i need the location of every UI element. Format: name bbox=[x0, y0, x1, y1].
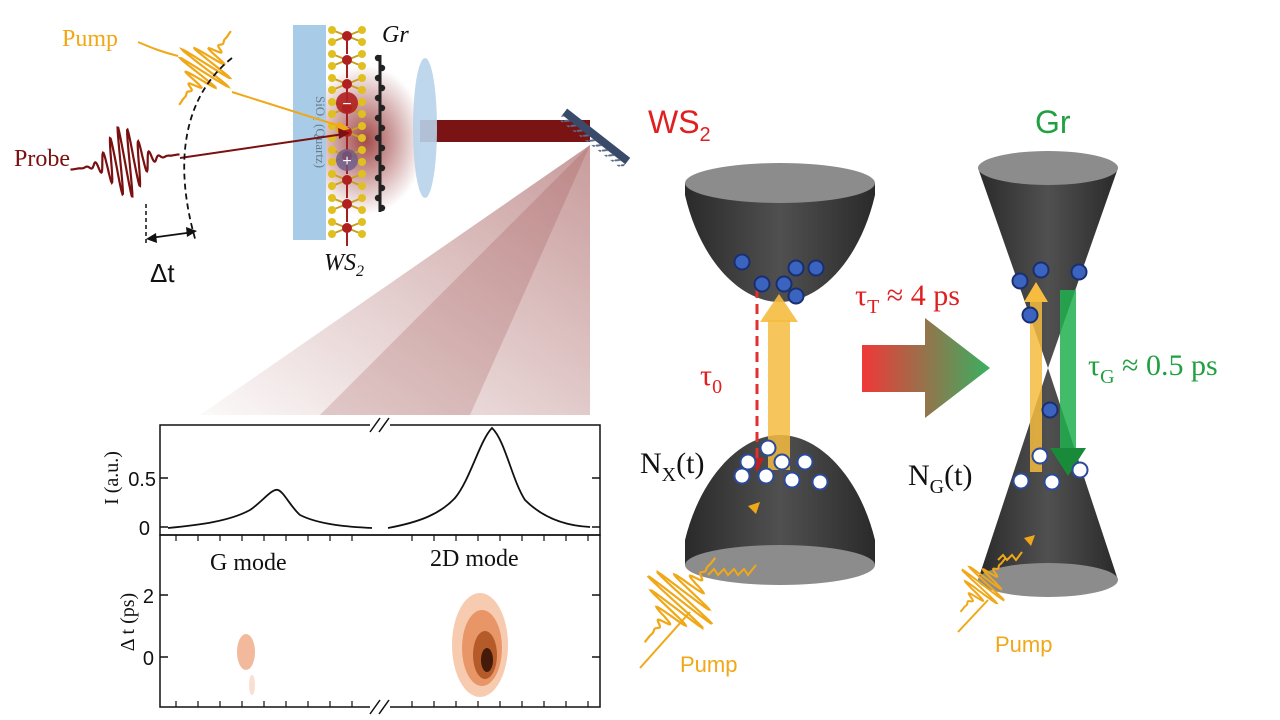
delay-arrowhead-right bbox=[186, 227, 197, 237]
g-mode-spectrum bbox=[167, 489, 373, 529]
x-ticks bbox=[175, 535, 589, 707]
ws2-conduction-top bbox=[685, 163, 875, 203]
2d-mode-label: 2D mode bbox=[430, 546, 519, 572]
delay-arrowhead-left bbox=[146, 233, 157, 243]
delay-label: Δt bbox=[150, 258, 175, 288]
gr-electrons bbox=[1011, 261, 1088, 419]
ws2-electrons bbox=[733, 253, 825, 305]
gr-pump-pulse bbox=[959, 557, 1007, 613]
ws2-title: WS2 bbox=[648, 104, 711, 146]
pump-beam-to-sample bbox=[231, 91, 347, 129]
nx-sub: X bbox=[662, 464, 677, 486]
ws2-conduction-band bbox=[685, 183, 875, 302]
g-mode-label: G mode bbox=[210, 550, 287, 576]
ws2-valence-bottom bbox=[685, 545, 875, 585]
quartz-substrate bbox=[293, 25, 326, 240]
tau-g-sub: G bbox=[1100, 366, 1114, 388]
substrate-label: SiO₂ (Quartz) bbox=[313, 96, 328, 168]
ws2-label: WS2 bbox=[324, 250, 364, 280]
hole-sign: + bbox=[342, 153, 351, 170]
electron-sign: − bbox=[342, 96, 351, 113]
g-mode-signal bbox=[237, 634, 255, 670]
ng-arg: (t) bbox=[944, 459, 972, 492]
gr-pump-label: Pump bbox=[995, 632, 1052, 657]
pump-beam-line bbox=[137, 41, 179, 57]
ws2-holes bbox=[733, 439, 829, 491]
ws2-label-sub: 2 bbox=[356, 263, 364, 280]
ytick-top-0: 0 bbox=[139, 518, 150, 540]
ws2-pump-ray bbox=[707, 564, 757, 577]
transfer-value: ≈ 4 ps bbox=[879, 279, 960, 312]
ws2-band-diagram: WS2 τ0 NX(t) Pump bbox=[639, 104, 875, 677]
ng-label: NG(t) bbox=[908, 459, 972, 498]
2d-mode-spectrum bbox=[387, 426, 591, 529]
lens bbox=[413, 58, 437, 198]
scattered-beam bbox=[200, 145, 590, 415]
gr-holes bbox=[1012, 447, 1089, 491]
tau0-sub: 0 bbox=[712, 376, 722, 398]
probe-label: Probe bbox=[14, 146, 70, 172]
nx-label: NX(t) bbox=[640, 447, 704, 486]
gr-excitation-arrow bbox=[1030, 300, 1042, 472]
ws2-valence-band bbox=[685, 435, 875, 565]
tau-g-value: ≈ 0.5 ps bbox=[1115, 349, 1218, 382]
graphene-chain bbox=[374, 54, 386, 212]
transfer-sub: T bbox=[867, 296, 879, 318]
transfer-arrow bbox=[862, 318, 990, 418]
ws2-excitation-arrow bbox=[768, 320, 790, 470]
ytick-bottom-2: 2 bbox=[143, 586, 154, 608]
2d-mode-signal bbox=[452, 593, 508, 697]
tau0-label: τ0 bbox=[700, 359, 722, 398]
ng-sub: G bbox=[930, 476, 944, 498]
electron-marker bbox=[336, 92, 358, 114]
gr-relaxation-arrow bbox=[1060, 290, 1076, 450]
gr-band-diagram: Gr τG ≈ 0.5 ps NG(t) Pump bbox=[908, 104, 1218, 657]
pump-pulse bbox=[177, 30, 233, 106]
mirror bbox=[558, 108, 631, 169]
tau-g-label: τG ≈ 0.5 ps bbox=[1088, 349, 1218, 388]
probe-beam bbox=[179, 133, 345, 159]
setup-group: SiO₂ (Quartz) − + Gr WS2 Pump Probe Δt bbox=[14, 22, 631, 415]
ytick-top-05: 0.5 bbox=[128, 469, 156, 491]
probe-arrowhead bbox=[338, 128, 350, 139]
nx-arg: (t) bbox=[676, 447, 704, 480]
ws2-title-sub: 2 bbox=[700, 124, 711, 146]
delay-curve bbox=[183, 57, 233, 243]
raman-plot: 0 0.5 I (a.u.) 2 0 Δ t (ps) G mode 2D mo… bbox=[101, 415, 601, 717]
gr-title: Gr bbox=[1035, 104, 1071, 140]
gr-label: Gr bbox=[382, 22, 409, 48]
probe-pulse bbox=[70, 126, 180, 198]
ylabel-top: I (a.u.) bbox=[101, 451, 123, 505]
hole-marker bbox=[336, 149, 358, 171]
gr-lower-bottom bbox=[978, 563, 1118, 597]
transfer-group: τT ≈ 4 ps bbox=[855, 279, 990, 418]
pump-label: Pump bbox=[62, 26, 118, 52]
gr-upper-top bbox=[978, 151, 1118, 185]
ytick-bottom-0: 0 bbox=[143, 648, 154, 670]
transfer-label: τT ≈ 4 ps bbox=[855, 279, 960, 318]
ws2-pump-label: Pump bbox=[680, 652, 737, 677]
collimated-beam bbox=[420, 120, 590, 142]
ws2-pump-pulse bbox=[643, 557, 717, 643]
scattered-beam-core bbox=[320, 145, 590, 415]
gr-lower-cone bbox=[978, 368, 1118, 580]
gr-pump-ray bbox=[997, 551, 1023, 562]
ylabel-bottom: Δ t (ps) bbox=[117, 593, 139, 651]
